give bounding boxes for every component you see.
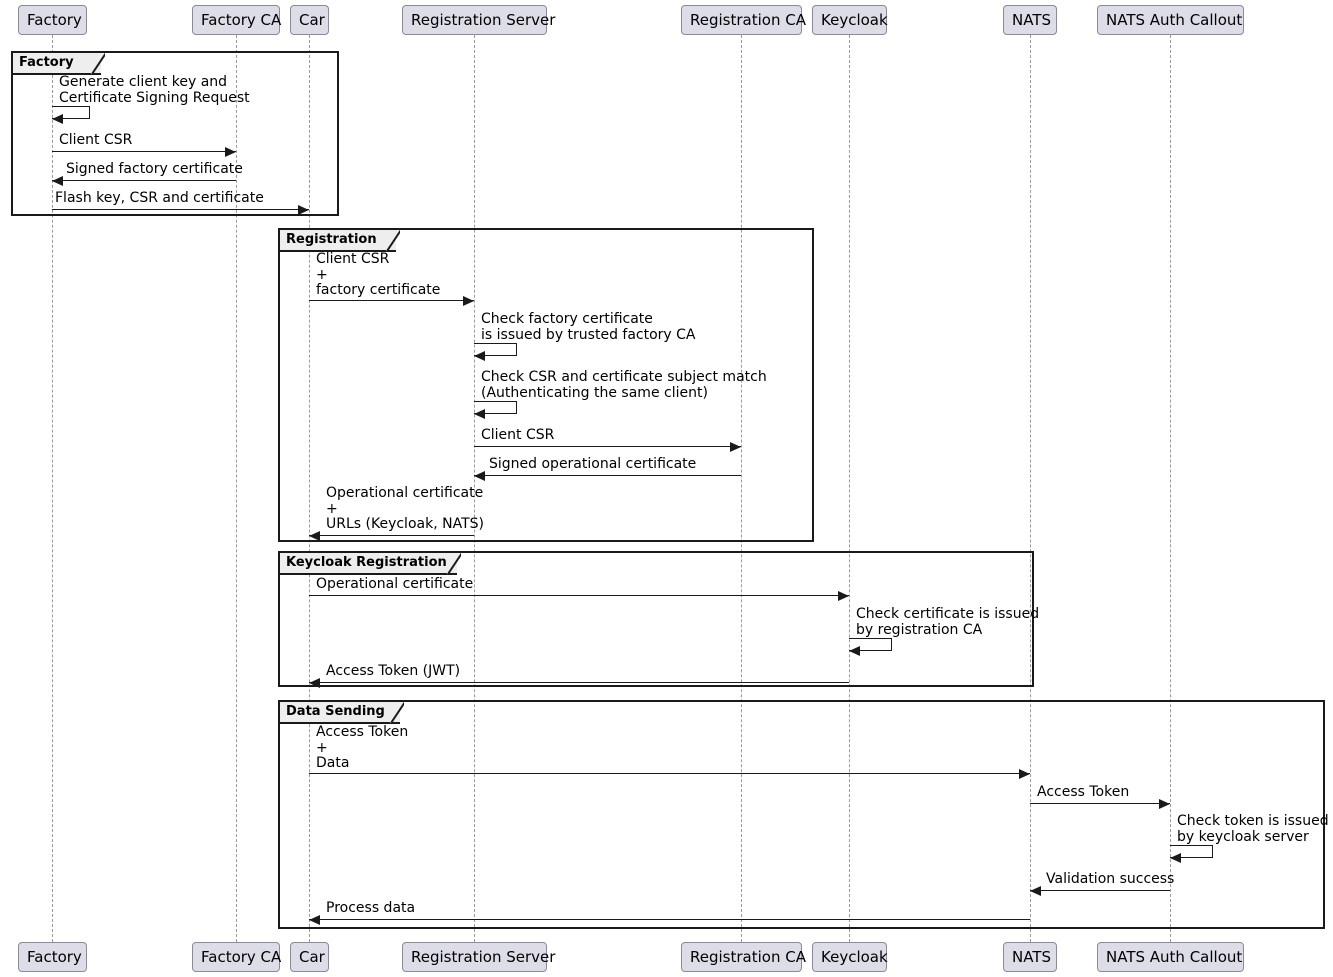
lifeline-nats: [1030, 35, 1031, 942]
arrow-head-m8: [730, 442, 741, 452]
arrow-head-m9: [474, 471, 485, 481]
group-tab-corner-keycloak-registration-group: [447, 553, 461, 574]
group-frame-factory-group: Factory: [11, 51, 339, 216]
message-line-m11: [309, 595, 849, 596]
lifeline-keycloak: [849, 35, 850, 942]
arrow-head-m7: [474, 409, 485, 419]
group-tab-corner-registration-group: [386, 230, 400, 251]
message-line-m3: [52, 180, 236, 181]
lifeline-natsauth: [1170, 35, 1171, 942]
arrow-head-m10: [309, 531, 320, 541]
lifeline-factory: [52, 35, 53, 942]
participant-factory-bottom[interactable]: Factory: [18, 942, 87, 972]
message-label-m2: Client CSR: [59, 132, 133, 148]
arrow-head-m6: [474, 351, 485, 361]
group-tab-corner-factory-group: [91, 53, 105, 74]
message-label-m13: Access Token (JWT): [326, 663, 461, 679]
participant-nats-bottom[interactable]: NATS: [1003, 942, 1057, 972]
lifeline-regca: [741, 35, 742, 942]
arrow-head-m13: [309, 678, 320, 688]
arrow-head-m12: [849, 646, 860, 656]
participant-keycloak-bottom[interactable]: Keycloak: [812, 942, 888, 972]
message-line-m5: [309, 300, 474, 301]
message-line-m14: [309, 773, 1030, 774]
participant-natsauth-bottom[interactable]: NATS Auth Callout: [1097, 942, 1244, 972]
self-call-loop-m16: [1170, 845, 1213, 858]
arrow-head-m3: [52, 176, 63, 186]
participant-regca-top[interactable]: Registration CA: [681, 5, 806, 35]
message-label-m12: Check certificate is issued by registrat…: [856, 606, 1040, 638]
message-line-m2: [52, 151, 236, 152]
participant-factoryca-top[interactable]: Factory CA: [192, 5, 281, 35]
message-line-m9: [474, 475, 741, 476]
participant-car-bottom[interactable]: Car: [290, 942, 329, 972]
lifeline-regserver: [474, 35, 475, 942]
message-label-m10: Operational certificate + URLs (Keycloak…: [326, 485, 484, 532]
group-frame-data-sending-group: Data Sending: [278, 700, 1325, 929]
participant-factory-top[interactable]: Factory: [18, 5, 87, 35]
self-call-loop-m7: [474, 401, 517, 414]
participant-regserver-top[interactable]: Registration Server: [402, 5, 555, 35]
arrow-head-m17: [1030, 886, 1041, 896]
message-label-m4: Flash key, CSR and certificate: [55, 190, 264, 206]
group-label-factory-group: Factory: [13, 53, 101, 75]
message-label-m11: Operational certificate: [316, 576, 474, 592]
group-frame-registration-group: Registration: [278, 228, 814, 542]
message-line-m18: [309, 919, 1030, 920]
arrow-head-m2: [225, 147, 236, 157]
arrow-head-m18: [309, 915, 320, 925]
message-line-m17: [1030, 890, 1170, 891]
arrow-head-m15: [1159, 799, 1170, 809]
message-label-m1: Generate client key and Certificate Sign…: [59, 74, 250, 106]
message-label-m5: Client CSR + factory certificate: [316, 251, 441, 298]
message-line-m4: [52, 209, 309, 210]
message-line-m8: [474, 446, 741, 447]
message-line-m13: [309, 682, 849, 683]
lifeline-factoryca: [236, 35, 237, 942]
group-label-keycloak-registration-group: Keycloak Registration: [280, 553, 457, 575]
message-line-m10: [309, 535, 474, 536]
arrow-head-m5: [463, 296, 474, 306]
arrow-head-m16: [1170, 853, 1181, 863]
message-label-m3: Signed factory certificate: [66, 161, 243, 177]
message-label-m16: Check token is issued by keycloak server: [1177, 813, 1329, 845]
group-label-registration-group: Registration: [280, 230, 396, 252]
message-label-m18: Process data: [326, 900, 416, 916]
message-label-m15: Access Token: [1037, 784, 1130, 800]
group-label-data-sending-group: Data Sending: [280, 702, 400, 724]
message-label-m14: Access Token + Data: [316, 724, 409, 771]
participant-nats-top[interactable]: NATS: [1003, 5, 1057, 35]
message-line-m15: [1030, 803, 1170, 804]
message-label-m7: Check CSR and certificate subject match …: [481, 369, 767, 401]
message-label-m17: Validation success: [1046, 871, 1175, 887]
participant-regca-bottom[interactable]: Registration CA: [681, 942, 806, 972]
self-call-loop-m1: [52, 106, 90, 119]
arrow-head-m14: [1019, 769, 1030, 779]
participant-natsauth-top[interactable]: NATS Auth Callout: [1097, 5, 1244, 35]
group-frame-keycloak-registration-group: Keycloak Registration: [278, 551, 1034, 687]
arrow-head-m11: [838, 591, 849, 601]
arrow-head-m4: [298, 205, 309, 215]
message-label-m8: Client CSR: [481, 427, 555, 443]
lifeline-car: [309, 35, 310, 942]
message-label-m6: Check factory certificate is issued by t…: [481, 311, 696, 343]
group-tab-corner-data-sending-group: [390, 702, 404, 723]
participant-keycloak-top[interactable]: Keycloak: [812, 5, 888, 35]
participant-regserver-bottom[interactable]: Registration Server: [402, 942, 555, 972]
arrow-head-m1: [52, 114, 63, 124]
participant-factoryca-bottom[interactable]: Factory CA: [192, 942, 281, 972]
self-call-loop-m12: [849, 638, 892, 651]
message-label-m9: Signed operational certificate: [489, 456, 697, 472]
self-call-loop-m6: [474, 343, 517, 356]
participant-car-top[interactable]: Car: [290, 5, 329, 35]
